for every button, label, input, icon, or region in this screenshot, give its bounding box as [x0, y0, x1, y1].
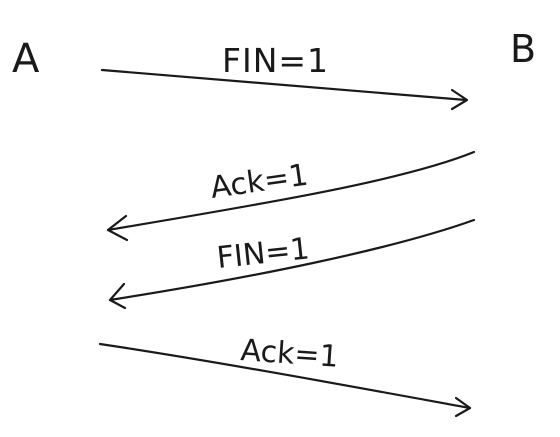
message-1-arrow-line — [100, 68, 468, 102]
message-2-arrow-head — [106, 214, 129, 242]
host-b-label: B — [510, 27, 536, 71]
message-3-fin-b-to-a: FIN=1 — [108, 218, 476, 310]
message-2-arrow-line — [106, 150, 476, 232]
message-4-label: Ack=1 — [239, 333, 339, 375]
message-1-arrow-head — [450, 88, 469, 111]
message-2-label: Ack=1 — [208, 158, 310, 206]
host-a-label: A — [12, 36, 40, 82]
message-3-arrow-line — [108, 218, 476, 302]
message-4-ack-a-to-b: Ack=1 — [98, 333, 472, 418]
message-1-label: FIN=1 — [222, 41, 329, 80]
message-2-ack-b-to-a: Ack=1 — [106, 150, 476, 242]
message-4-arrow-head — [454, 396, 472, 418]
message-4-arrow-line — [98, 342, 472, 410]
message-1-fin-a-to-b: FIN=1 — [100, 41, 469, 111]
message-3-arrow-head — [108, 282, 127, 310]
message-3-label: FIN=1 — [215, 231, 311, 276]
